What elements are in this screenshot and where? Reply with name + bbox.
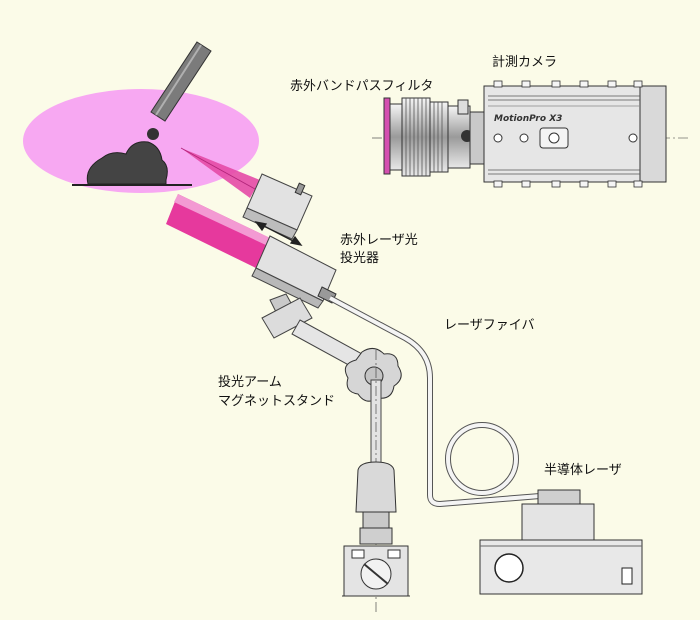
laser-fiber: [328, 295, 541, 508]
label-ir-laser-line1: 赤外レーザ光: [340, 233, 418, 248]
receiver-head: [242, 173, 313, 240]
sample-pile: [72, 141, 192, 186]
ir-filter: [383, 97, 391, 175]
ir-laser-projector: [251, 235, 337, 309]
ir-laser-beam: [166, 194, 272, 270]
label-semiconductor-laser: 半導体レーザ: [544, 463, 622, 478]
label-arm-line1: 投光アーム: [218, 375, 282, 390]
label-camera: 計測カメラ: [492, 55, 558, 70]
adjust-arrow: [254, 221, 303, 246]
camera-assembly: MotionPro X3: [372, 80, 690, 188]
lance: [150, 41, 212, 122]
heat-glow: [23, 89, 259, 193]
droplet: [147, 128, 159, 140]
joint-knob: [344, 348, 402, 402]
label-arm-line2: マグネットスタンド: [218, 394, 336, 409]
magnet-stand: [342, 461, 410, 597]
semiconductor-laser-unit: [479, 489, 643, 595]
label-ir-laser-line2: 投光器: [340, 251, 380, 266]
camera-brand-text: MotionPro X3: [494, 114, 562, 124]
laser-cone: [181, 148, 260, 198]
label-laser-fiber: レーザファイバ: [444, 318, 535, 333]
label-ir-filter: 赤外バンドパスフィルタ: [290, 79, 434, 94]
